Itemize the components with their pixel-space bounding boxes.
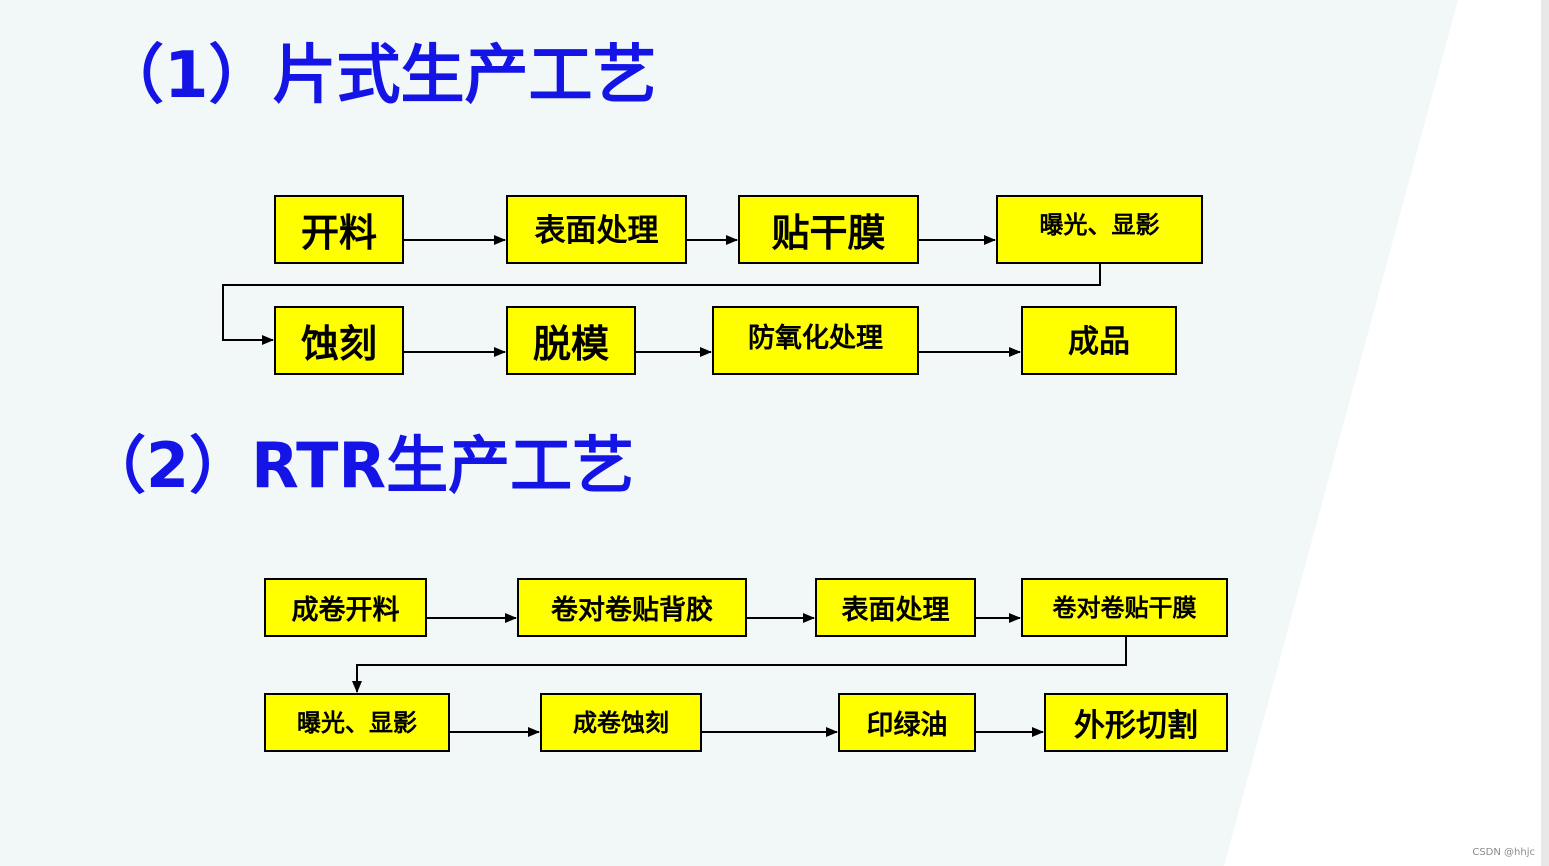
step-exposure-development: 曝光、显影: [996, 195, 1203, 264]
step-dry-film-lamination: 贴干膜: [738, 195, 919, 264]
section-2-title: （2）RTR生产工艺: [84, 429, 635, 502]
step-roll-to-roll-backing-adhesive: 卷对卷贴背胶: [517, 578, 747, 637]
step-roll-etching: 成卷蚀刻: [540, 693, 702, 752]
step-green-solder-mask: 印绿油: [838, 693, 976, 752]
step-cutting: 开料: [274, 195, 404, 264]
arrow-exposure-to-etching: [222, 264, 1101, 345]
step-anti-oxidation: 防氧化处理: [712, 306, 919, 375]
step-surface-treatment-rtr: 表面处理: [815, 578, 976, 637]
watermark: CSDN @hhjc: [1472, 847, 1535, 858]
step-exposure-development-rtr: 曝光、显影: [264, 693, 450, 752]
step-roll-cutting: 成卷开料: [264, 578, 427, 637]
step-surface-treatment: 表面处理: [506, 195, 687, 264]
step-outline-cutting: 外形切割: [1044, 693, 1228, 752]
step-finished-product: 成品: [1021, 306, 1177, 375]
step-etching: 蚀刻: [274, 306, 404, 375]
section-1-title: （1）片式生产工艺: [100, 39, 657, 113]
step-roll-to-roll-dry-film: 卷对卷贴干膜: [1021, 578, 1228, 637]
arrow-dryfilm-to-exposure-rtr: [352, 637, 1127, 693]
step-film-stripping: 脱模: [506, 306, 636, 375]
